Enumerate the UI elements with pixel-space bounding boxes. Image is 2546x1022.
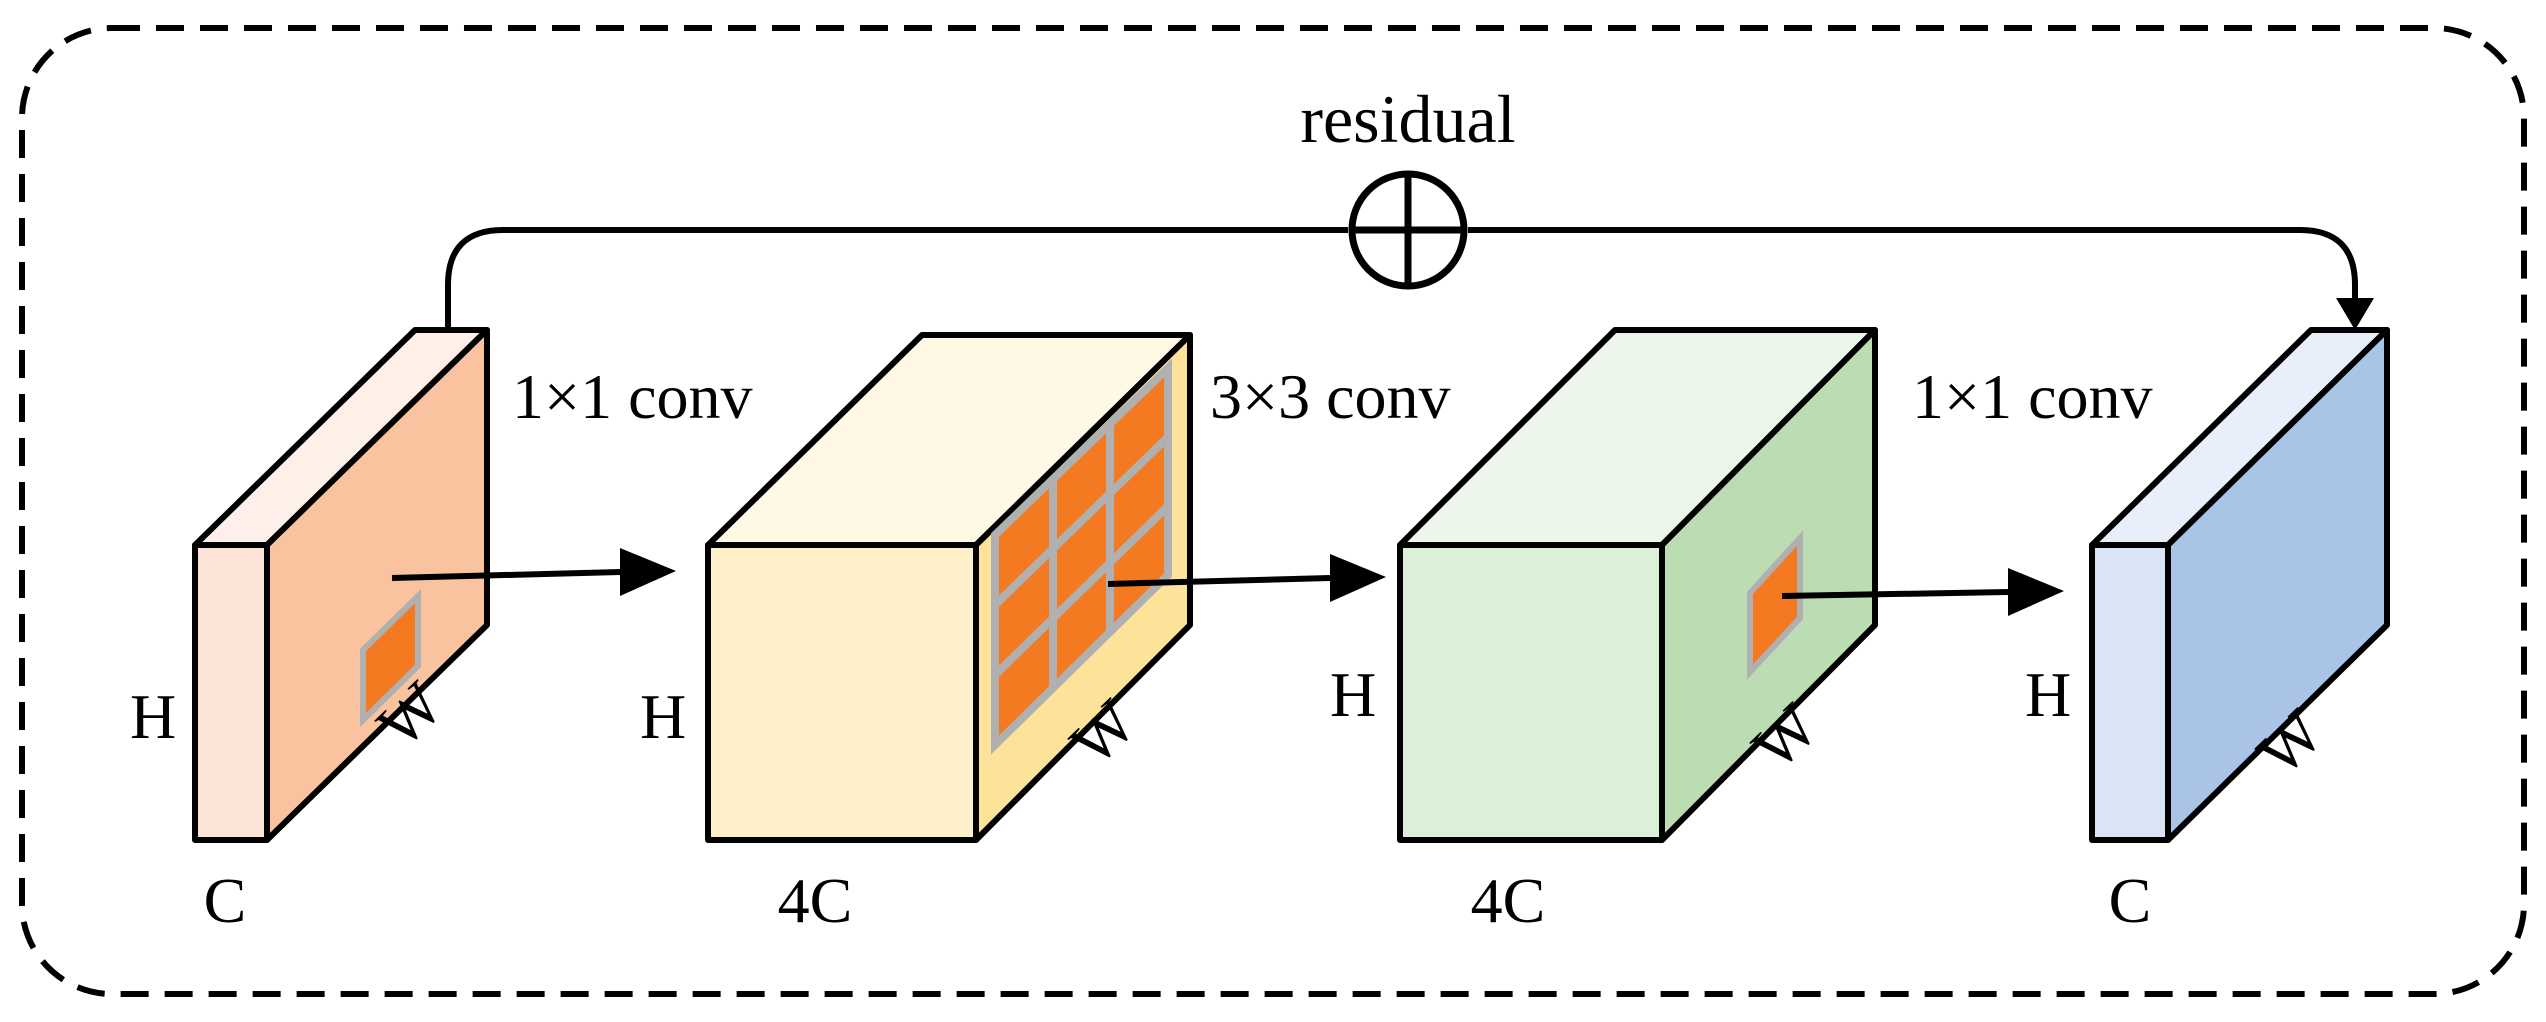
residual-path <box>445 227 1348 335</box>
residual-label: residual <box>1300 81 1515 157</box>
conv-arrow-1 <box>391 548 676 596</box>
height-label: H <box>130 681 176 752</box>
op-label-2: 3×3 conv <box>1210 361 1451 432</box>
height-label: H <box>2025 659 2071 730</box>
feature-block-output: H W C <box>2025 327 2390 936</box>
residual-arrowhead <box>2336 298 2374 330</box>
residual-connection: residual <box>445 81 2374 335</box>
conv-arrow-2 <box>1107 554 1386 602</box>
feature-block-expand: H W 4C <box>640 332 1193 936</box>
block-front-face <box>2089 542 2171 843</box>
block-front-face <box>192 542 270 843</box>
conv-arrow-3 <box>1781 568 2064 616</box>
height-label: H <box>1330 659 1376 730</box>
block-front-face <box>1397 542 1665 843</box>
channel-label: 4C <box>778 865 853 936</box>
channel-label: C <box>204 865 247 936</box>
circled-plus-icon <box>1348 170 1468 290</box>
op-label-1: 1×1 conv <box>512 361 753 432</box>
feature-block-input: H W C <box>130 327 490 936</box>
channel-label: C <box>2109 865 2152 936</box>
kernel-grid-3x3 <box>991 358 1172 755</box>
feature-block-mid: H W 4C <box>1330 327 1878 936</box>
op-label-3: 1×1 conv <box>1912 361 2153 432</box>
height-label: H <box>640 681 686 752</box>
kernel-patch <box>360 588 421 728</box>
outer-dashed-frame <box>19 25 2527 997</box>
kernel-patch <box>1747 530 1803 680</box>
channel-label: 4C <box>1471 865 1546 936</box>
block-front-face <box>705 542 979 843</box>
residual-path-end <box>1468 227 2358 305</box>
